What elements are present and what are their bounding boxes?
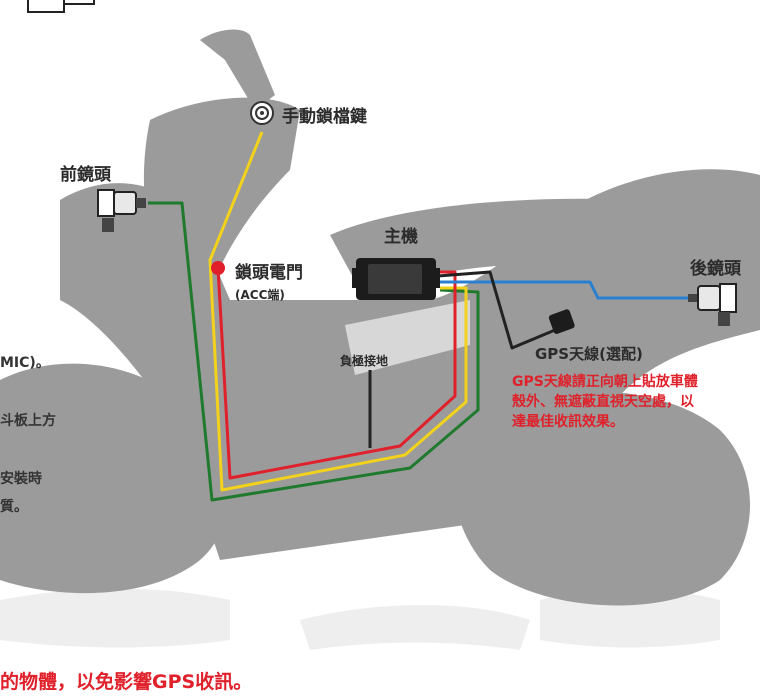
gps-wire	[437, 270, 556, 350]
left-fragment-mic: MIC)。	[0, 355, 50, 371]
acc-wire	[216, 267, 457, 480]
gps-antenna-label: GPS天線(選配)	[535, 345, 643, 363]
partial-device-icon	[27, 0, 95, 13]
bottom-note: 的物體，以免影響GPS收訊。	[0, 671, 253, 693]
left-fragment-panel: 斗板上方	[0, 413, 56, 429]
lock-key-icon	[250, 101, 274, 125]
main-unit-label: 主機	[384, 227, 418, 247]
main-unit-icon	[352, 258, 440, 300]
gps-note-line-1: GPS天線請正向朝上貼放車體	[512, 374, 698, 390]
rear-panel-highlight	[345, 300, 470, 375]
gps-note-line-2: 殼外、無遮蔽直視天空處，以	[512, 394, 694, 410]
power-wire	[208, 131, 468, 492]
front-camera-wire	[148, 201, 480, 502]
rear-camera-wire	[438, 280, 688, 300]
gps-note: GPS天線請正向朝上貼放車體 殼外、無遮蔽直視天空處，以 達最佳收訊效果。	[512, 372, 698, 432]
gps-antenna-icon	[548, 309, 575, 334]
ignition-dot	[211, 261, 225, 275]
ignition-sub-label: (ACC端)	[235, 288, 285, 302]
rear-camera-label: 後鏡頭	[690, 259, 741, 279]
front-camera-icon	[97, 189, 146, 232]
rear-camera-icon	[688, 283, 737, 326]
left-fragment-install: 安裝時	[0, 471, 42, 487]
manual-lock-key-label: 手動鎖檔鍵	[282, 107, 367, 127]
ground-label: 負極接地	[340, 354, 389, 368]
front-camera-label: 前鏡頭	[60, 165, 111, 185]
scooter-silhouette	[0, 29, 760, 606]
left-fragment-quality: 質。	[0, 499, 28, 515]
gps-note-line-3: 達最佳收訊效果。	[512, 414, 624, 430]
ignition-label: 鎖頭電門	[235, 263, 303, 283]
wires	[148, 131, 688, 502]
